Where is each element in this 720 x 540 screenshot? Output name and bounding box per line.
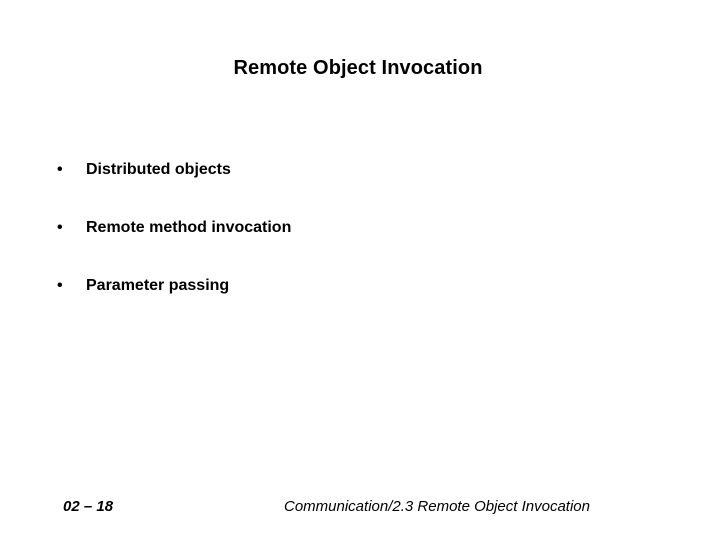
bullet-label: Distributed objects [86,161,231,178]
list-item: • Parameter passing [56,276,676,334]
bullet-dot-icon: • [57,161,63,178]
footer-page-number: 02 – 18 [63,498,114,515]
list-item: • Distributed objects [56,160,676,218]
bullet-dot-icon: • [57,277,63,294]
bullet-dot-icon: • [57,219,63,236]
bullet-list: • Distributed objects • Remote method in… [56,160,676,334]
footer-caption: Communication/2.3 Remote Object Invocati… [284,498,590,515]
bullet-label: Parameter passing [86,277,230,294]
slide-title: Remote Object Invocation [233,57,483,79]
list-item: • Remote method invocation [56,218,676,276]
bullet-label: Remote method invocation [86,219,292,236]
